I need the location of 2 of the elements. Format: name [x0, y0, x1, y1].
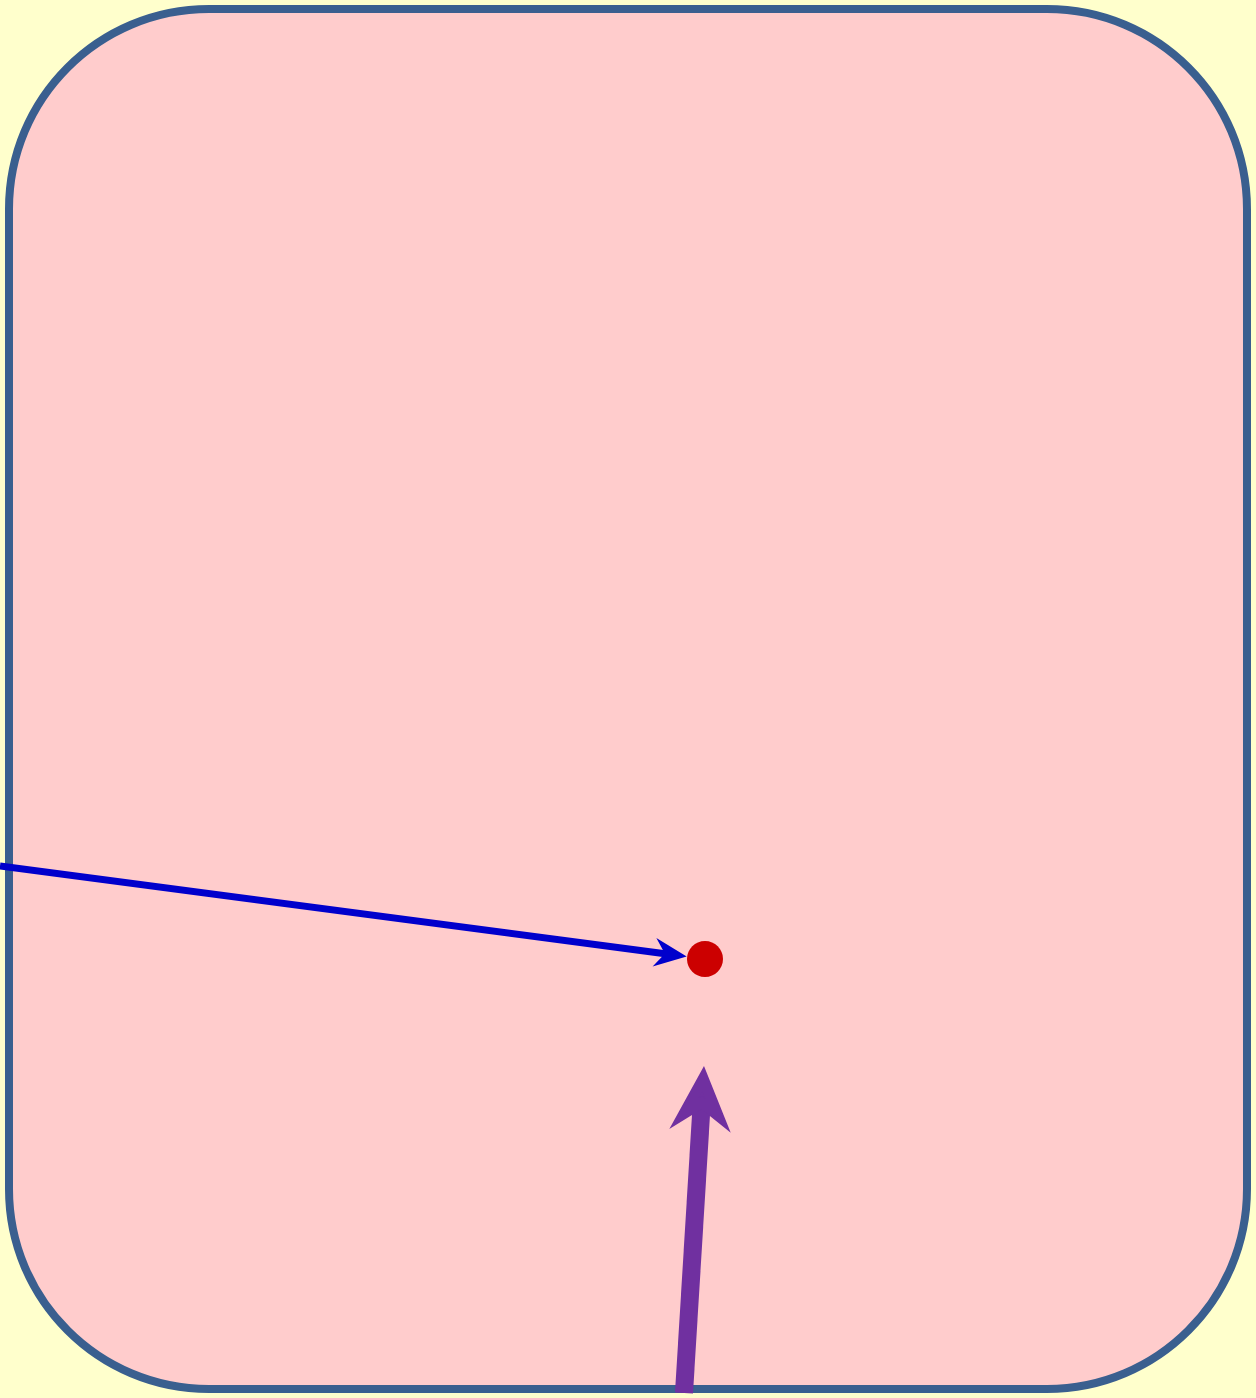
dot: [687, 941, 723, 977]
rounded-panel: [5, 5, 1251, 1393]
